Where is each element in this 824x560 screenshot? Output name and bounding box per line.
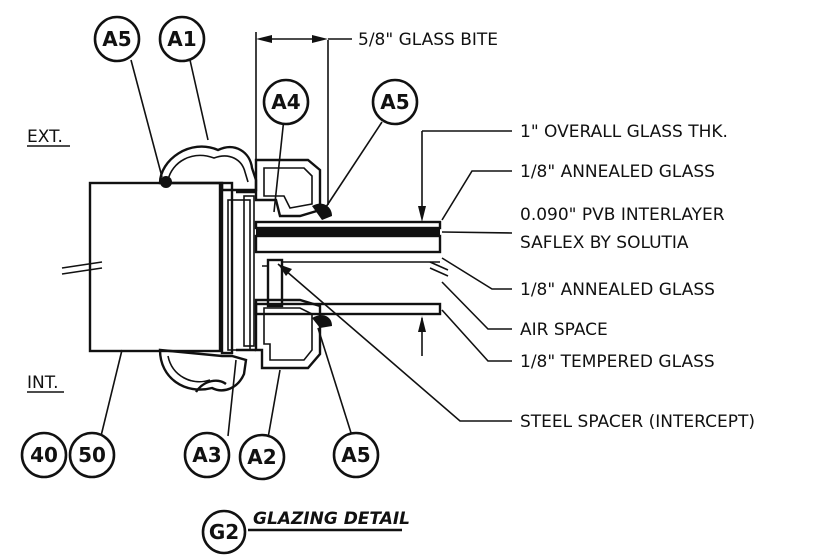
glass-bite-dimension	[255, 32, 352, 205]
tag-bubble-a3: A3	[183, 431, 231, 479]
interior-label: INT.	[27, 373, 59, 393]
callout-saflex: SAFLEX BY SOLUTIA	[520, 233, 689, 253]
callout-steel-spacer: STEEL SPACER (INTERCEPT)	[520, 412, 755, 432]
svg-text:50: 50	[78, 443, 106, 467]
leader-lines	[100, 59, 513, 439]
svg-text:A3: A3	[192, 443, 221, 467]
svg-text:A5: A5	[380, 90, 409, 114]
tag-bubble-a5-top-left: A5	[93, 15, 141, 63]
substrate-block	[61, 181, 222, 353]
overall-thickness-dimension	[418, 130, 512, 356]
svg-text:A5: A5	[341, 443, 370, 467]
tag-bubble-a1: A1	[158, 15, 206, 63]
callout-list: 1" OVERALL GLASS THK. 1/8" ANNEALED GLAS…	[520, 122, 755, 432]
callout-tempered-glass: 1/8" TEMPERED GLASS	[520, 352, 715, 372]
callout-overall-thickness: 1" OVERALL GLASS THK.	[520, 122, 728, 142]
tag-bubble-50: 50	[68, 431, 116, 479]
tag-bubble-a4: A4	[262, 78, 310, 126]
svg-text:A5: A5	[102, 27, 131, 51]
detail-title: G2 GLAZING DETAIL	[201, 509, 410, 555]
detail-title-text: GLAZING DETAIL	[253, 509, 410, 529]
insulating-glass-unit	[254, 220, 449, 316]
svg-text:A1: A1	[167, 27, 196, 51]
callout-air-space: AIR SPACE	[520, 320, 608, 340]
fastener-coil	[227, 195, 255, 351]
svg-text:40: 40	[30, 443, 58, 467]
callout-pvb-interlayer: 0.090" PVB INTERLAYER	[520, 205, 725, 225]
svg-text:A2: A2	[247, 445, 276, 469]
glass-bite-label: 5/8" GLASS BITE	[358, 30, 498, 50]
callout-annealed-outer: 1/8" ANNEALED GLASS	[520, 162, 715, 182]
tag-bubble-a5-top-right: A5	[371, 78, 419, 126]
tag-bubble-40: 40	[20, 431, 68, 479]
tag-bubble-a2: A2	[238, 433, 286, 481]
tag-bubble-a5-bottom: A5	[332, 431, 380, 479]
callout-annealed-inner: 1/8" ANNEALED GLASS	[520, 280, 715, 300]
detail-tag: G2	[209, 520, 239, 544]
svg-text:A4: A4	[271, 90, 300, 114]
glazing-gaskets	[160, 176, 332, 328]
aluminum-frame	[158, 145, 322, 393]
exterior-label: EXT.	[27, 127, 63, 147]
